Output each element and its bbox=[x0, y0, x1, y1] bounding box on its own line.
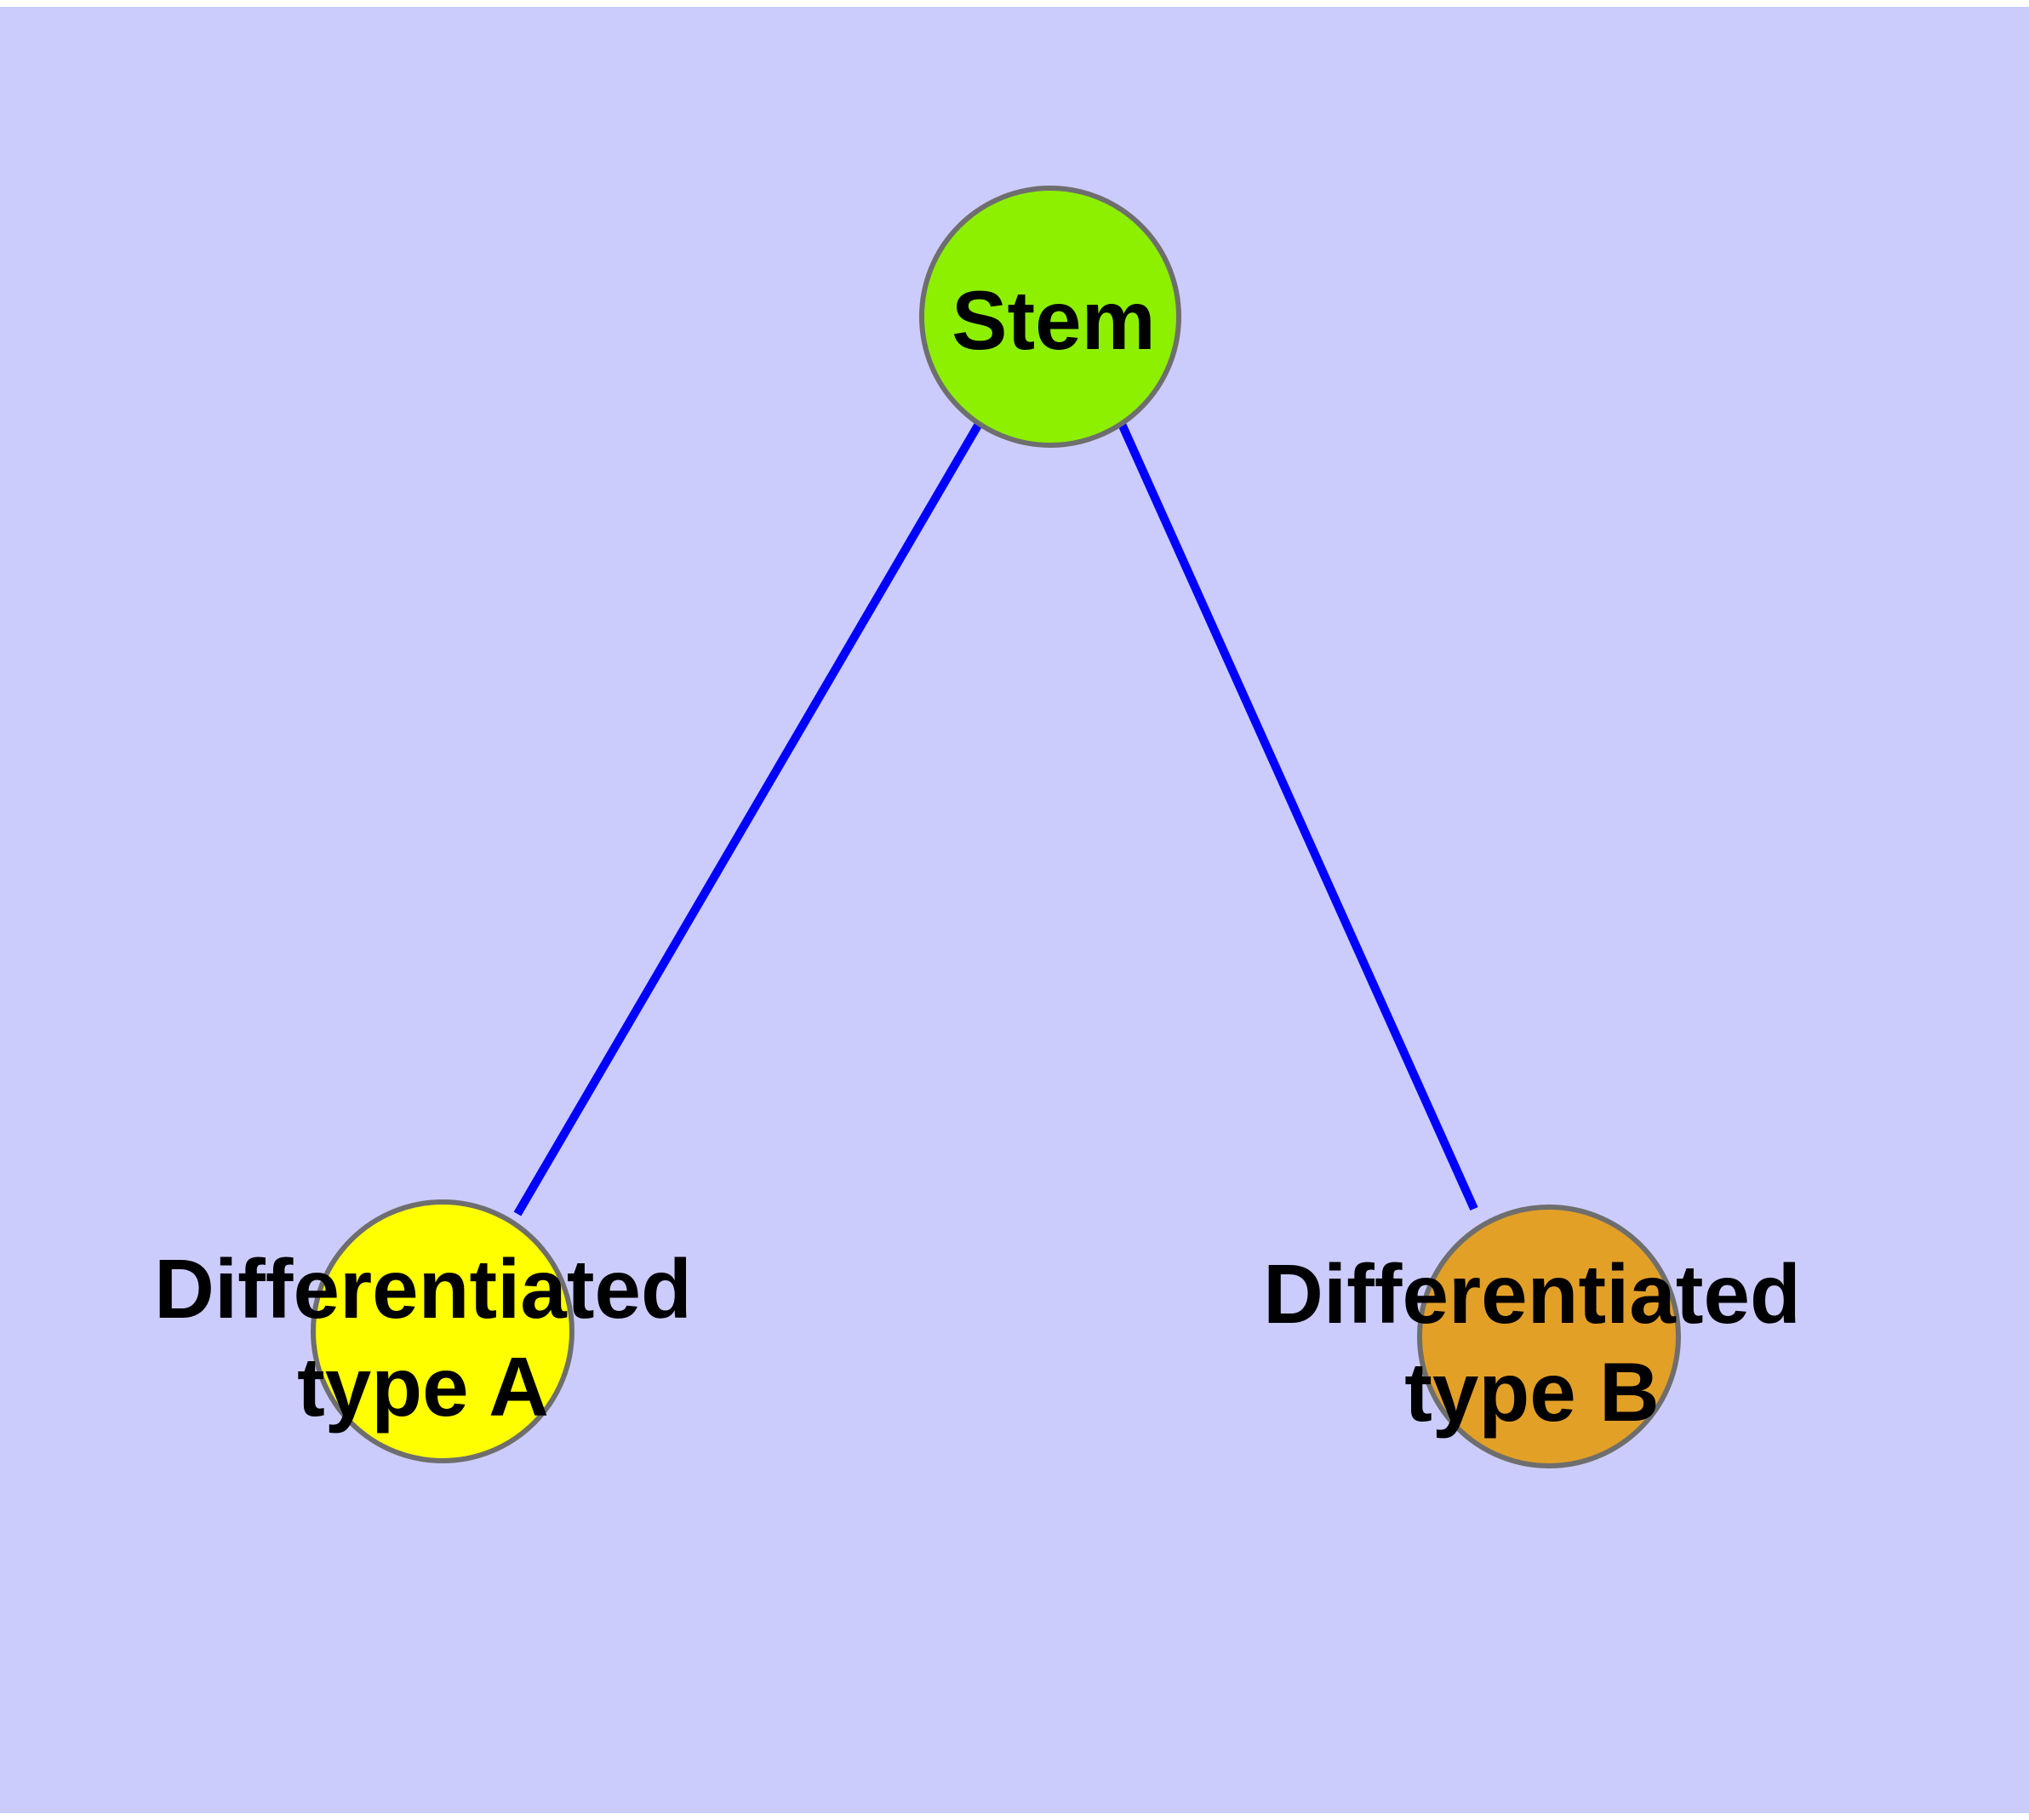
node-label-line: Differentiated bbox=[154, 1242, 692, 1336]
node-diff_b[interactable] bbox=[1417, 1205, 1681, 1468]
node-stem[interactable] bbox=[919, 186, 1181, 448]
node-label-line: type A bbox=[297, 1340, 549, 1434]
node-diff_a[interactable] bbox=[311, 1199, 574, 1463]
node-label-line: type B bbox=[1404, 1345, 1660, 1439]
edges-group bbox=[513, 421, 1478, 1216]
nodes-group bbox=[311, 186, 1681, 1468]
edge-stem-to-diff_b[interactable] bbox=[1117, 421, 1478, 1211]
node-label-stem: Stem bbox=[952, 273, 1156, 367]
node-label-line: Stem bbox=[952, 273, 1156, 367]
edge-stem-to-diff_a[interactable] bbox=[513, 421, 983, 1216]
node-label-line: Differentiated bbox=[1263, 1247, 1801, 1341]
